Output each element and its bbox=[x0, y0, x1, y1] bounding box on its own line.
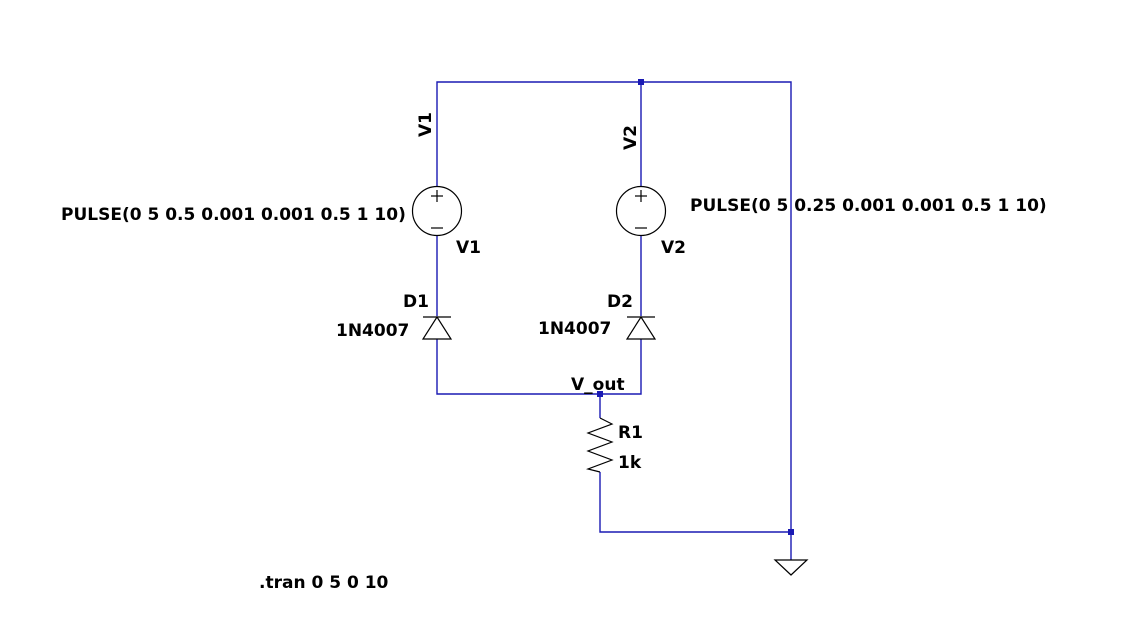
junction-top[interactable] bbox=[638, 79, 644, 85]
voltage-source-v2-body bbox=[615, 185, 667, 237]
tran-directive[interactable]: .tran 0 5 0 10 bbox=[259, 573, 389, 593]
diode-d2[interactable] bbox=[625, 315, 657, 340]
junctions bbox=[597, 79, 794, 535]
resistor-r1[interactable] bbox=[585, 417, 614, 473]
d1-model-label[interactable]: 1N4007 bbox=[336, 321, 409, 341]
diode-d1-triangle bbox=[421, 315, 453, 340]
voltage-source-v1[interactable] bbox=[411, 185, 463, 237]
r1-value-label[interactable]: 1k bbox=[618, 453, 642, 473]
diode-d1[interactable] bbox=[421, 315, 453, 340]
junction-vout[interactable] bbox=[597, 391, 603, 397]
wires bbox=[436, 81, 792, 560]
v2-ref-label[interactable]: V2 bbox=[661, 238, 686, 258]
v1-ref-label[interactable]: V1 bbox=[456, 238, 481, 258]
v1-net-label[interactable]: V1 bbox=[416, 112, 436, 137]
diode-d2-triangle bbox=[625, 315, 657, 340]
v1-value-label[interactable]: PULSE(0 5 0.5 0.001 0.001 0.5 1 10) bbox=[61, 205, 406, 225]
d1-ref-label[interactable]: D1 bbox=[403, 292, 429, 312]
voltage-source-v1-body bbox=[411, 185, 463, 237]
wire-d2-to-vout[interactable] bbox=[600, 339, 642, 395]
r1-ref-label[interactable]: R1 bbox=[618, 423, 643, 443]
v2-net-label[interactable]: V2 bbox=[621, 125, 641, 150]
vout-net-label[interactable]: V_out bbox=[571, 375, 625, 395]
resistor-r1-zigzag bbox=[585, 417, 614, 473]
ground-icon bbox=[773, 559, 809, 576]
d2-ref-label[interactable]: D2 bbox=[607, 292, 633, 312]
d2-model-label[interactable]: 1N4007 bbox=[538, 319, 611, 339]
junction-ground[interactable] bbox=[788, 529, 794, 535]
voltage-source-v2[interactable] bbox=[615, 185, 667, 237]
ground-symbol[interactable] bbox=[773, 559, 809, 576]
wire-top-rail[interactable] bbox=[436, 81, 792, 532]
wire-d1-to-vout[interactable] bbox=[436, 339, 600, 395]
v2-value-label[interactable]: PULSE(0 5 0.25 0.001 0.001 0.5 1 10) bbox=[690, 196, 1047, 216]
wire-r1-to-ground[interactable] bbox=[599, 472, 791, 533]
